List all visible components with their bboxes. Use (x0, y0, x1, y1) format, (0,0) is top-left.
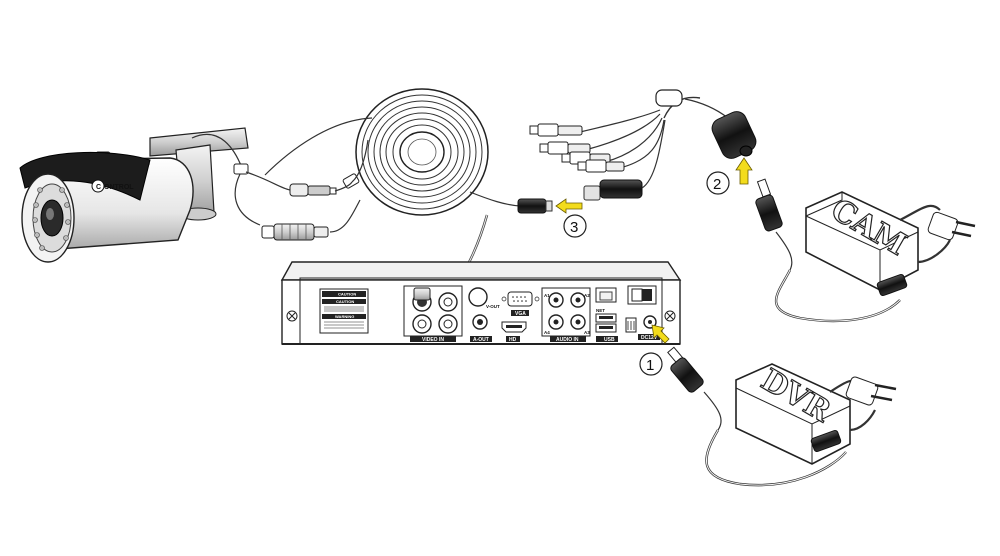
net-usb-ports: NET USB (595, 287, 618, 343)
arrow-2 (735, 157, 753, 185)
camera-pigtail (191, 133, 369, 241)
a-out-label: A-OUT (473, 337, 489, 343)
plugged-bnc (413, 287, 431, 301)
video-in-ports: VIDEO IN (403, 285, 463, 343)
svg-text:V-OUT: V-OUT (486, 304, 500, 309)
svg-text:C: C (96, 184, 101, 191)
dvr-back-panel: CAUTION CAUTION WARNING VIDEO IN (280, 261, 682, 345)
vga-port: VGA (501, 291, 540, 317)
audio-in-label: AUDIO IN (556, 337, 579, 343)
svg-text:WARNING: WARNING (335, 314, 354, 319)
svg-text:CAUTION: CAUTION (336, 299, 354, 304)
svg-text:1: 1 (646, 357, 654, 374)
video-in-label: VIDEO IN (422, 337, 444, 343)
usb-label: USB (604, 337, 615, 343)
step-badge-3: 3 (563, 214, 587, 238)
svg-text:CAUTION: CAUTION (338, 292, 356, 297)
v-out-port: V-OUT A-OUT (468, 287, 500, 343)
cable-spool (355, 88, 489, 216)
hd-label: HD (509, 337, 517, 343)
spool-cable-right (469, 191, 521, 207)
camera-bnc-connector (583, 119, 666, 201)
vga-label: VGA (515, 311, 526, 317)
breakout-cable (529, 89, 757, 173)
svg-text:A2: A2 (584, 293, 590, 298)
camera-brand: ONTROL (104, 184, 134, 191)
svg-text:2: 2 (713, 176, 721, 193)
dc12v-label: DC12V (641, 335, 658, 341)
hd-port: HD (501, 321, 527, 343)
svg-text:3: 3 (570, 219, 578, 236)
power-section: DC12V (625, 285, 660, 341)
spool-bnc-connector (517, 198, 553, 214)
arrow-3 (555, 198, 583, 214)
bullet-camera: C ONTROL (19, 127, 249, 263)
step-badge-2: 2 (706, 171, 730, 195)
arrow-1 (651, 324, 670, 344)
audio-in-ports: A1 A2 A3 A4 AUDIO IN (541, 287, 591, 343)
svg-text:NET: NET (596, 308, 605, 313)
cam-power-adapter: CAM (755, 178, 976, 323)
warning-sticker: CAUTION CAUTION WARNING (319, 288, 369, 334)
svg-text:A3: A3 (584, 330, 590, 335)
dvr-power-adapter: DVR (667, 346, 897, 487)
svg-text:A4: A4 (544, 330, 550, 335)
dc-female-jack (711, 111, 757, 159)
spool-cable-left (264, 117, 373, 176)
svg-text:A1: A1 (544, 293, 550, 298)
step-badge-1: 1 (639, 352, 663, 376)
